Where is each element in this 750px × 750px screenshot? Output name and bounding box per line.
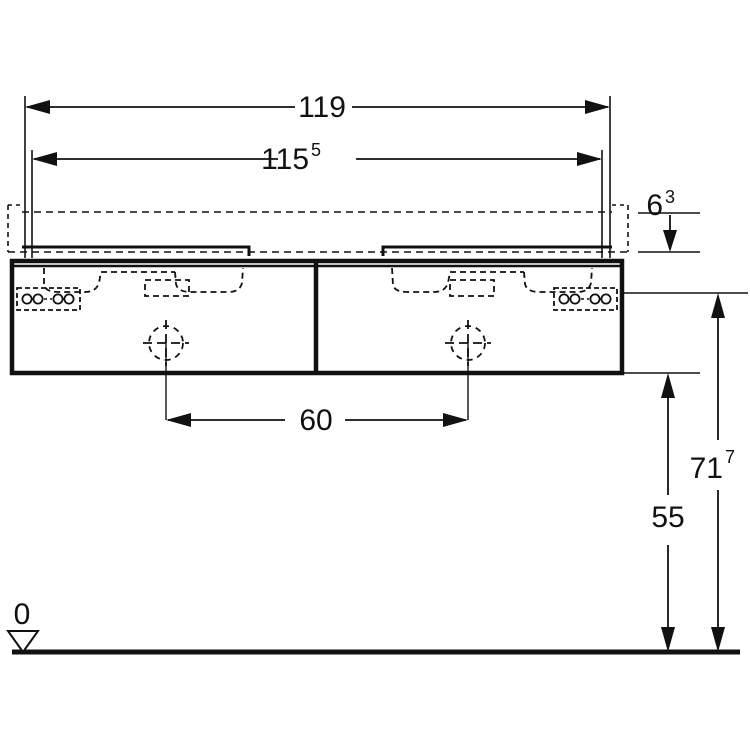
left-waste-box-hidden <box>144 279 190 297</box>
right-bowl-hidden-outline-2 <box>523 267 593 293</box>
drawer-front-profiles <box>22 245 612 256</box>
dimension-overall-width: 119 <box>25 91 610 124</box>
arrowhead-up-icon <box>711 293 725 318</box>
hardware-circle-icon <box>558 293 570 305</box>
datum-triangle-icon <box>6 630 40 654</box>
hardware-circle-icon <box>589 293 601 305</box>
dimension-superscript-basin-overhang: 3 <box>665 187 675 207</box>
cabinet-internal-hidden-lines <box>43 267 593 297</box>
washbasin-outline <box>7 204 629 253</box>
hardware-circle-icon <box>32 293 44 305</box>
hardware-circle-icon <box>52 293 64 305</box>
arrowhead-down-icon <box>711 627 725 652</box>
arrowhead-up-icon <box>661 373 675 398</box>
arrowhead-right-icon <box>577 152 602 166</box>
dimension-total-height: 71 7 <box>690 293 735 652</box>
dimension-label-total-height: 71 <box>690 452 723 485</box>
arrowhead-down-icon <box>663 230 677 252</box>
arrowhead-left-icon <box>32 152 57 166</box>
datum-label: 0 <box>14 598 31 631</box>
hardware-circle-icon <box>21 293 33 305</box>
drawer-front-right-profile <box>381 245 612 256</box>
dimension-label-cabinet-width: 115 <box>261 143 309 176</box>
arrowhead-right-icon <box>585 100 610 114</box>
hardware-circle-icon <box>600 293 612 305</box>
right-waste-box-hidden <box>449 279 495 297</box>
arrowhead-left-icon <box>25 100 50 114</box>
vertical-witness-lines <box>622 292 748 374</box>
left-bowl-hidden-outline-2 <box>174 267 244 293</box>
hardware-left-group <box>16 287 81 311</box>
datum-marker: 0 <box>6 598 40 654</box>
dimension-label-basin-overhang: 6 <box>646 189 663 222</box>
dimension-label-overall-width: 119 <box>298 91 346 124</box>
arrowhead-down-icon <box>661 627 675 652</box>
dimension-basin-overhang: 6 3 <box>638 187 700 253</box>
extension-lines <box>24 96 611 258</box>
hardware-circle-icon <box>569 293 581 305</box>
center-mark-right <box>445 320 491 420</box>
dimension-superscript-cabinet-width: 5 <box>311 140 321 160</box>
left-hardware-box <box>16 287 81 311</box>
dimension-handle-spacing: 60 <box>166 404 468 437</box>
arrowhead-left-icon <box>166 413 191 427</box>
hardware-circle-icon <box>63 293 75 305</box>
cabinet-body <box>9 258 625 376</box>
drawer-front-left-profile <box>22 245 251 256</box>
right-hardware-box <box>553 287 618 311</box>
right-bowl-hidden-outline <box>391 267 451 293</box>
dimension-cabinet-width: 115 5 <box>32 140 602 176</box>
dimension-label-handle-spacing: 60 <box>299 404 332 437</box>
dimension-cabinet-underside-height: 55 <box>651 373 685 652</box>
center-mark-left <box>143 320 189 420</box>
hardware-right-group <box>553 287 618 311</box>
dimension-label-cabinet-underside-height: 55 <box>651 501 684 534</box>
arrowhead-right-icon <box>443 413 468 427</box>
dimension-superscript-total-height: 7 <box>725 447 735 467</box>
